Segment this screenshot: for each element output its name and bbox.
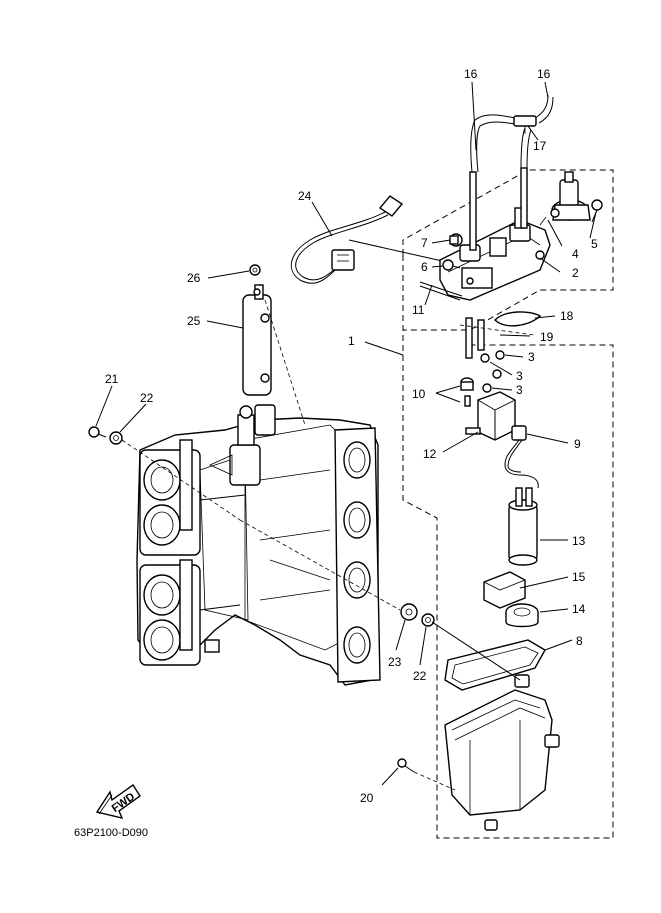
callout-3-c: 3 <box>516 383 523 397</box>
callout-20: 20 <box>360 791 374 805</box>
callout-12: 12 <box>423 447 437 461</box>
float-chamber-bowl <box>444 674 560 831</box>
callout-15: 15 <box>572 570 586 584</box>
part-16-hose <box>470 94 554 173</box>
part-13-fuel-pump <box>508 487 538 566</box>
callout-13: 13 <box>572 534 586 548</box>
part-4-regulator <box>539 171 591 226</box>
callout-21: 21 <box>105 372 119 386</box>
callout-9: 9 <box>574 437 581 451</box>
callout-11: 11 <box>412 303 425 317</box>
part-2-cover <box>439 167 551 301</box>
callout-16-right: 16 <box>537 67 551 81</box>
callout-25: 25 <box>187 314 201 328</box>
callout-26: 26 <box>187 271 201 285</box>
part-26-bolt <box>249 264 261 276</box>
callout-6: 6 <box>421 260 428 274</box>
part-8-gasket <box>444 639 546 691</box>
drawing-code: 63P2100-D090 <box>74 827 148 839</box>
part-23-grommet <box>400 603 418 621</box>
callout-labels: 16 16 17 5 4 7 6 2 11 18 19 1 3 3 3 10 1… <box>105 67 598 805</box>
callout-18: 18 <box>560 309 574 323</box>
callout-19: 19 <box>540 330 554 344</box>
part-5-bolt <box>591 199 603 223</box>
intake-manifold <box>136 404 381 686</box>
callout-5: 5 <box>591 237 598 251</box>
callout-3-b: 3 <box>516 369 523 383</box>
part-6-screw <box>442 259 461 271</box>
callout-4: 4 <box>572 247 579 261</box>
callout-7: 7 <box>421 236 428 250</box>
part-22-washer-left <box>109 431 123 445</box>
part-9-wiring <box>504 425 539 489</box>
callout-22-right: 22 <box>413 669 427 683</box>
callout-22-left: 22 <box>140 391 154 405</box>
fwd-arrow: FWD <box>95 784 141 820</box>
callout-10: 10 <box>412 387 426 401</box>
assembly-boundary-main <box>402 255 614 839</box>
callout-3-a: 3 <box>528 350 535 364</box>
part-10-orings <box>460 377 474 407</box>
part-7-clip <box>449 233 463 247</box>
leader-lines <box>95 81 597 786</box>
part-14-holder <box>505 603 539 628</box>
callout-8: 8 <box>576 634 583 648</box>
part-3-screws <box>480 350 505 393</box>
part-22-washer-right <box>421 613 435 627</box>
callout-2: 2 <box>572 266 579 280</box>
part-21-bolt <box>88 426 107 438</box>
callout-23: 23 <box>388 655 402 669</box>
part-20-screw <box>397 758 456 791</box>
part-19-float <box>459 317 535 359</box>
callout-16-left: 16 <box>464 67 478 81</box>
part-15-damper <box>483 571 526 609</box>
part-17-joint <box>513 115 537 134</box>
part-25-sensor <box>242 284 306 426</box>
callout-24: 24 <box>298 189 312 203</box>
assembly-leaders <box>121 439 521 681</box>
part-12-bracket <box>465 391 516 441</box>
part-18-gasket <box>494 311 542 327</box>
callout-14: 14 <box>572 602 586 616</box>
part-11-pin <box>419 281 463 301</box>
callout-1: 1 <box>348 334 355 348</box>
callout-17: 17 <box>533 139 547 153</box>
